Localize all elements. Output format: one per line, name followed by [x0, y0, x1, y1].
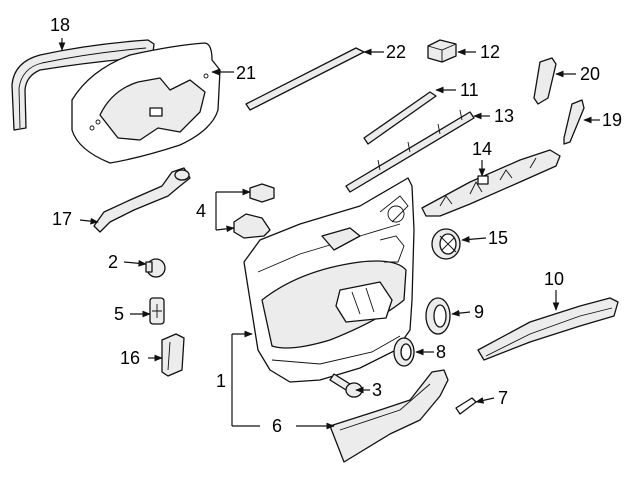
part-10-armrest-trim: [477, 297, 619, 361]
part-13-channel-strip: [345, 109, 475, 193]
part-4-clips: [233, 183, 275, 239]
callout-16: 16: [120, 348, 141, 368]
part-6-armrest-pad: [329, 369, 449, 463]
part-11-inner-weatherstrip: [363, 91, 437, 145]
part-16-grab-insert: [161, 333, 185, 377]
part-8-tweeter-grille: [393, 337, 415, 367]
part-1-door-trim-panel: [243, 177, 415, 383]
callout-22: 22: [386, 42, 407, 62]
part-3-screw: [329, 373, 363, 398]
callout-2: 2: [108, 252, 119, 272]
part-9-speaker-grille: [425, 297, 451, 335]
part-15-bezel: [431, 228, 461, 260]
callout-7: 7: [498, 388, 509, 408]
part-20-trim: [533, 57, 557, 105]
callout-13: 13: [494, 106, 515, 126]
callout-8: 8: [436, 342, 447, 362]
part-17-bracket-arm: [93, 167, 191, 233]
part-12-pad: [427, 39, 457, 63]
callout-20: 20: [580, 64, 601, 84]
callout-3: 3: [372, 380, 383, 400]
callout-12: 12: [480, 42, 501, 62]
callout-21: 21: [236, 63, 257, 83]
part-14-handle-bracket: [421, 149, 561, 217]
callout-5: 5: [114, 304, 125, 324]
callout-17: 17: [52, 209, 73, 229]
part-22-belt-molding: [245, 47, 365, 111]
leader-lines: [58, 38, 600, 430]
callout-6: 6: [272, 416, 283, 436]
callout-18: 18: [50, 15, 71, 35]
part-21-water-shield: [71, 42, 221, 164]
callout-11: 11: [460, 80, 479, 100]
part-7-strip: [455, 397, 477, 415]
callout-14: 14: [472, 139, 493, 159]
part-5-switch: [149, 297, 165, 325]
callout-1: 1: [216, 371, 227, 391]
callout-9: 9: [474, 302, 485, 322]
callout-15: 15: [488, 228, 509, 248]
part-19-trim: [563, 99, 585, 145]
callout-10: 10: [544, 269, 565, 289]
callout-19: 19: [602, 110, 623, 130]
callout-4: 4: [196, 201, 207, 221]
part-2-push-pin: [145, 258, 166, 278]
